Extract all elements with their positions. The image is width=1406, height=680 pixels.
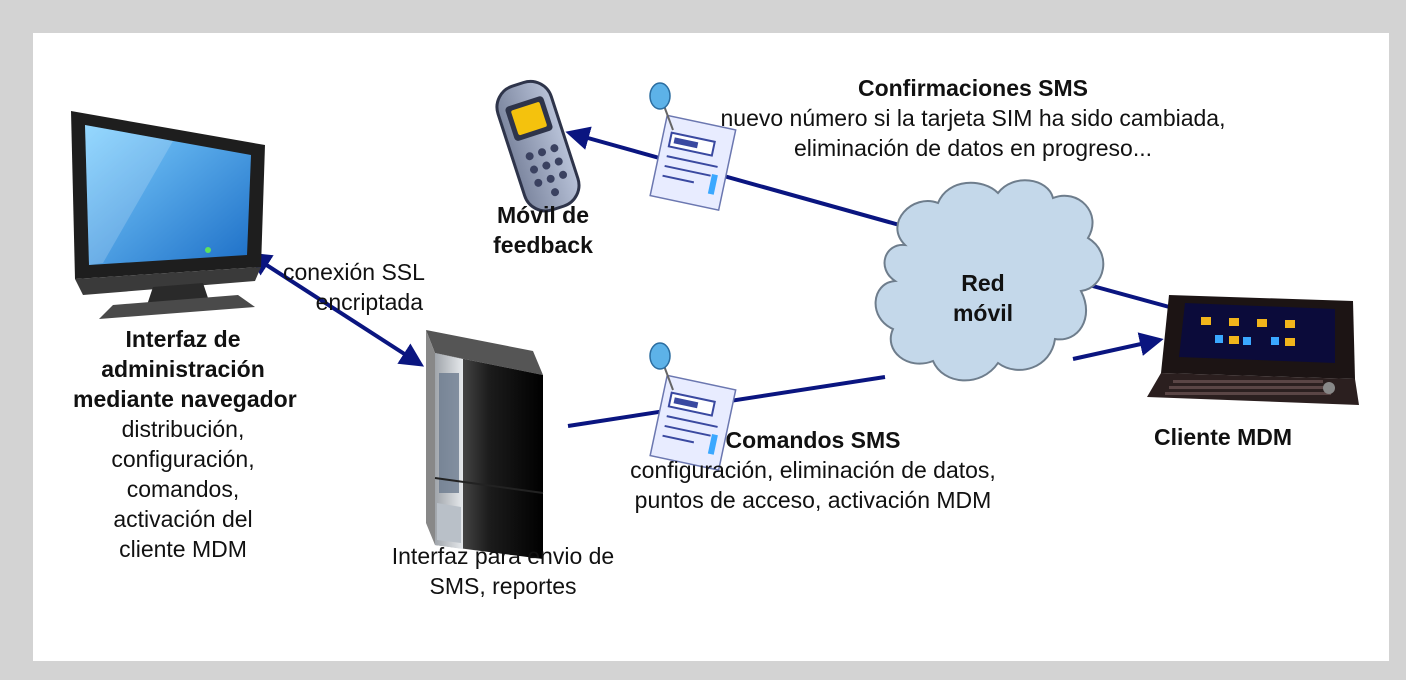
smartphone-icon — [1147, 295, 1359, 405]
ssl-label-line: conexión SSL — [283, 259, 425, 285]
admin-label: Interfaz de administración mediante nave… — [73, 324, 297, 564]
confirmations-link-line-right — [1088, 283, 1174, 310]
network-title-line: móvil — [952, 300, 1014, 326]
server-desc-line: Interfaz para envio de — [391, 543, 615, 569]
monitor-icon — [71, 111, 265, 319]
admin-desc-line: distribución, — [121, 416, 245, 442]
admin-title-line: Interfaz de — [125, 326, 241, 352]
confirmations-desc-line: eliminación de datos en progreso... — [794, 135, 1152, 161]
feedback-title-line: Móvil de — [496, 202, 589, 228]
network-label: Red móvil — [933, 268, 1033, 328]
diagram-canvas: Interfaz de administración mediante nave… — [33, 33, 1389, 661]
commands-link-line-right — [1072, 332, 1164, 361]
pinned-note-icon — [649, 342, 737, 472]
server-label: Interfaz para envio de SMS, reportes — [373, 541, 633, 601]
confirmations-desc-line: nuevo número si la tarjeta SIM ha sido c… — [720, 105, 1226, 131]
confirmations-link-line-left — [565, 126, 904, 228]
server-desc-line: SMS, reportes — [429, 573, 577, 599]
server-icon — [426, 330, 544, 559]
ssl-label-line: encriptada — [315, 289, 423, 315]
admin-desc-line: configuración, — [111, 446, 255, 472]
commands-label: Comandos SMS configuración, eliminación … — [593, 425, 1033, 515]
phone-icon — [495, 79, 581, 213]
admin-desc-line: cliente MDM — [119, 536, 247, 562]
client-label: Cliente MDM — [1133, 422, 1313, 452]
confirmations-label: Confirmaciones SMS nuevo número si la ta… — [653, 73, 1293, 163]
feedback-label: Móvil de feedback — [473, 200, 613, 260]
ssl-link-line — [246, 252, 425, 367]
links — [246, 126, 1174, 428]
confirmations-title: Confirmaciones SMS — [857, 75, 1089, 101]
feedback-title-line: feedback — [493, 232, 593, 258]
admin-title-line: administración — [101, 356, 265, 382]
admin-title-line: mediante navegador — [73, 386, 297, 412]
pinned-note-icon — [649, 82, 737, 212]
network-title-line: Red — [961, 270, 1005, 296]
ssl-link-label: conexión SSL encriptada — [283, 257, 425, 317]
commands-desc-line: puntos de acceso, activación MDM — [634, 487, 992, 513]
commands-desc-line: configuración, eliminación de datos, — [630, 457, 996, 483]
diagram-graphics — [71, 79, 1359, 559]
admin-desc-line: comandos, — [126, 476, 240, 502]
admin-desc-line: activación del — [113, 506, 253, 532]
commands-title: Comandos SMS — [725, 427, 901, 453]
cloud-icon — [874, 179, 1105, 382]
client-title: Cliente MDM — [1154, 424, 1292, 450]
